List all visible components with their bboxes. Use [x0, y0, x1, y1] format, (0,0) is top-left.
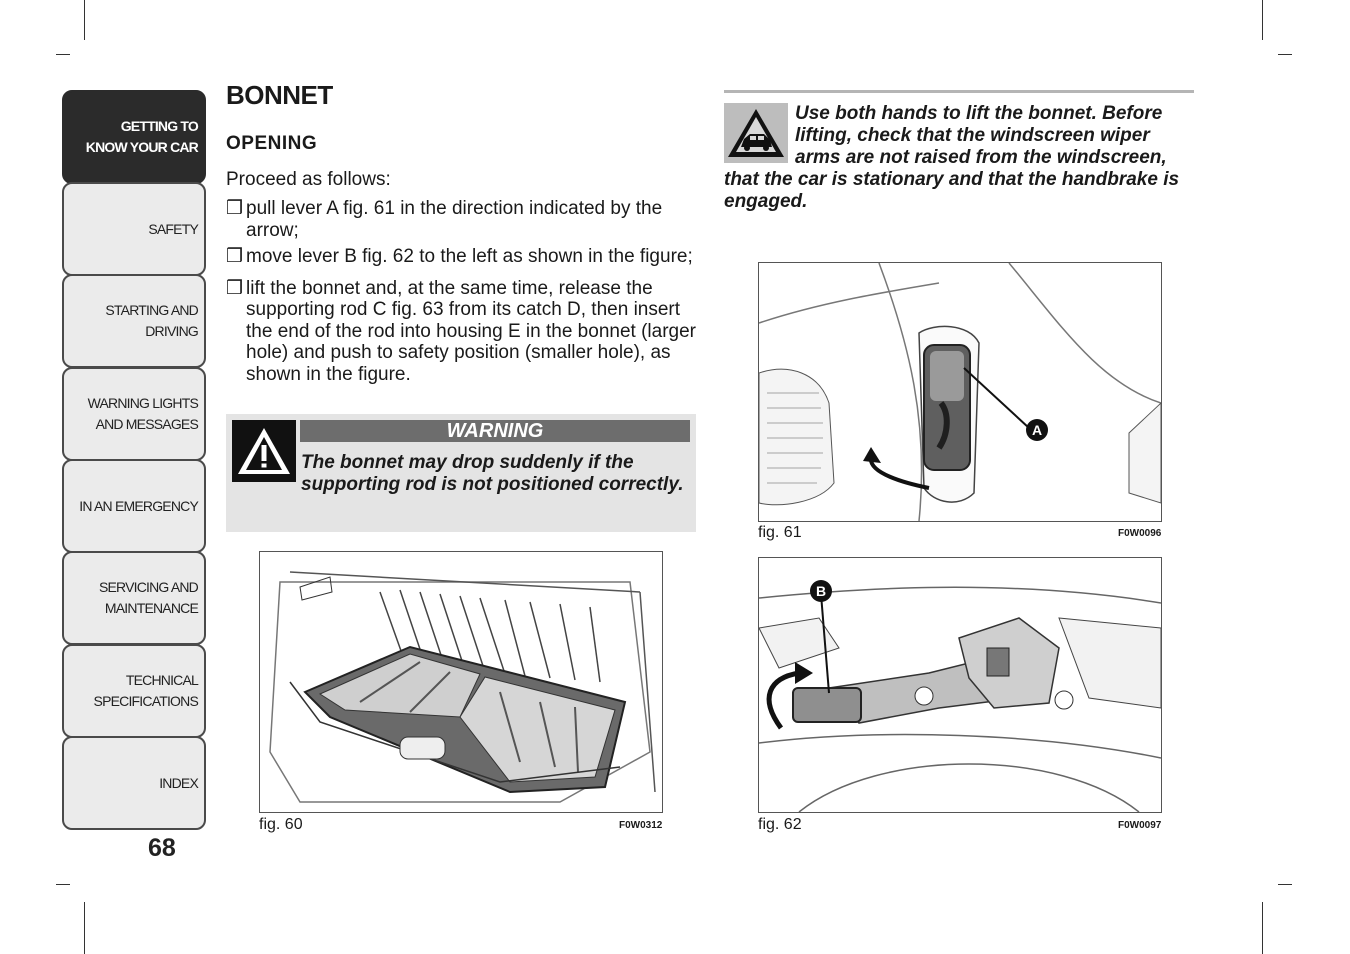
- figure-60-caption: fig. 60: [259, 816, 303, 833]
- crop-mark: [56, 884, 70, 885]
- sidebar-item-starting-driving[interactable]: STARTING AND DRIVING: [62, 274, 206, 368]
- sidebar-item-getting-to-know[interactable]: GETTING TO KNOW YOUR CAR: [62, 90, 206, 184]
- figure-61: A: [758, 262, 1162, 522]
- warning-box: WARNING The bonnet may drop suddenly if …: [226, 414, 696, 532]
- figure-60: [259, 551, 663, 813]
- warning-body: The bonnet may drop suddenly if the supp…: [301, 452, 684, 495]
- label-b: B: [816, 583, 826, 599]
- warning-heading: WARNING: [300, 420, 690, 442]
- crop-mark: [56, 54, 70, 55]
- figure-61-caption: fig. 61: [758, 524, 802, 541]
- sidebar-item-servicing[interactable]: SERVICING AND MAINTENANCE: [62, 551, 206, 645]
- sidebar-item-emergency[interactable]: IN AN EMERGENCY: [62, 459, 206, 553]
- note-text: Use both hands to lift the bonnet. Befor…: [724, 93, 1194, 213]
- list-item: ❒ move lever B fig. 62 to the left as sh…: [226, 246, 696, 268]
- crop-mark: [84, 902, 85, 954]
- step-text: move lever B fig. 62 to the left as show…: [246, 246, 693, 267]
- checkbox-bullet-icon: ❒: [226, 198, 244, 219]
- figure-62-code: F0W0097: [1118, 820, 1162, 831]
- boot-storage-illustration: [260, 552, 662, 812]
- list-item: ❒ pull lever A fig. 61 in the direction …: [226, 198, 696, 241]
- warning-triangle-icon: [232, 420, 296, 482]
- lever-a-illustration: A: [759, 263, 1161, 521]
- label-a: A: [1032, 422, 1042, 438]
- steps-list: ❒ pull lever A fig. 61 in the direction …: [226, 198, 696, 390]
- checkbox-bullet-icon: ❒: [226, 246, 244, 267]
- crop-mark: [1262, 0, 1263, 40]
- figure-62-caption: fig. 62: [758, 816, 802, 833]
- sidebar-item-safety[interactable]: SAFETY: [62, 182, 206, 276]
- figure-62: B: [758, 557, 1162, 813]
- intro-text: Proceed as follows:: [226, 169, 391, 190]
- figure-61-code: F0W0096: [1118, 528, 1162, 539]
- step-text: pull lever A fig. 61 in the direction in…: [246, 198, 663, 241]
- crop-mark: [1262, 902, 1263, 954]
- sidebar-item-index[interactable]: INDEX: [62, 736, 206, 830]
- figure-60-code: F0W0312: [619, 820, 663, 831]
- safety-note: Use both hands to lift the bonnet. Befor…: [724, 90, 1194, 213]
- crop-mark: [1278, 54, 1292, 55]
- sidebar-item-warning-lights[interactable]: WARNING LIGHTS AND MESSAGES: [62, 367, 206, 461]
- page-number: 68: [148, 834, 176, 862]
- note-body: Use both hands to lift the bonnet. Befor…: [724, 103, 1180, 212]
- checkbox-bullet-icon: ❒: [226, 277, 244, 299]
- sidebar-item-technical[interactable]: TECHNICAL SPECIFICATIONS: [62, 644, 206, 738]
- step-text: lift the bonnet and, at the same time, r…: [246, 277, 696, 385]
- page-title: BONNET: [226, 80, 333, 110]
- crop-mark: [84, 0, 85, 40]
- list-item: ❒ lift the bonnet and, at the same time,…: [226, 278, 696, 386]
- warning-text: The bonnet may drop suddenly if the supp…: [231, 452, 686, 496]
- lever-b-illustration: B: [759, 558, 1161, 812]
- section-subtitle: OPENING: [226, 133, 318, 154]
- crop-mark: [1278, 884, 1292, 885]
- car-warning-icon: [724, 103, 788, 163]
- warning-icon-spacer: [231, 452, 301, 496]
